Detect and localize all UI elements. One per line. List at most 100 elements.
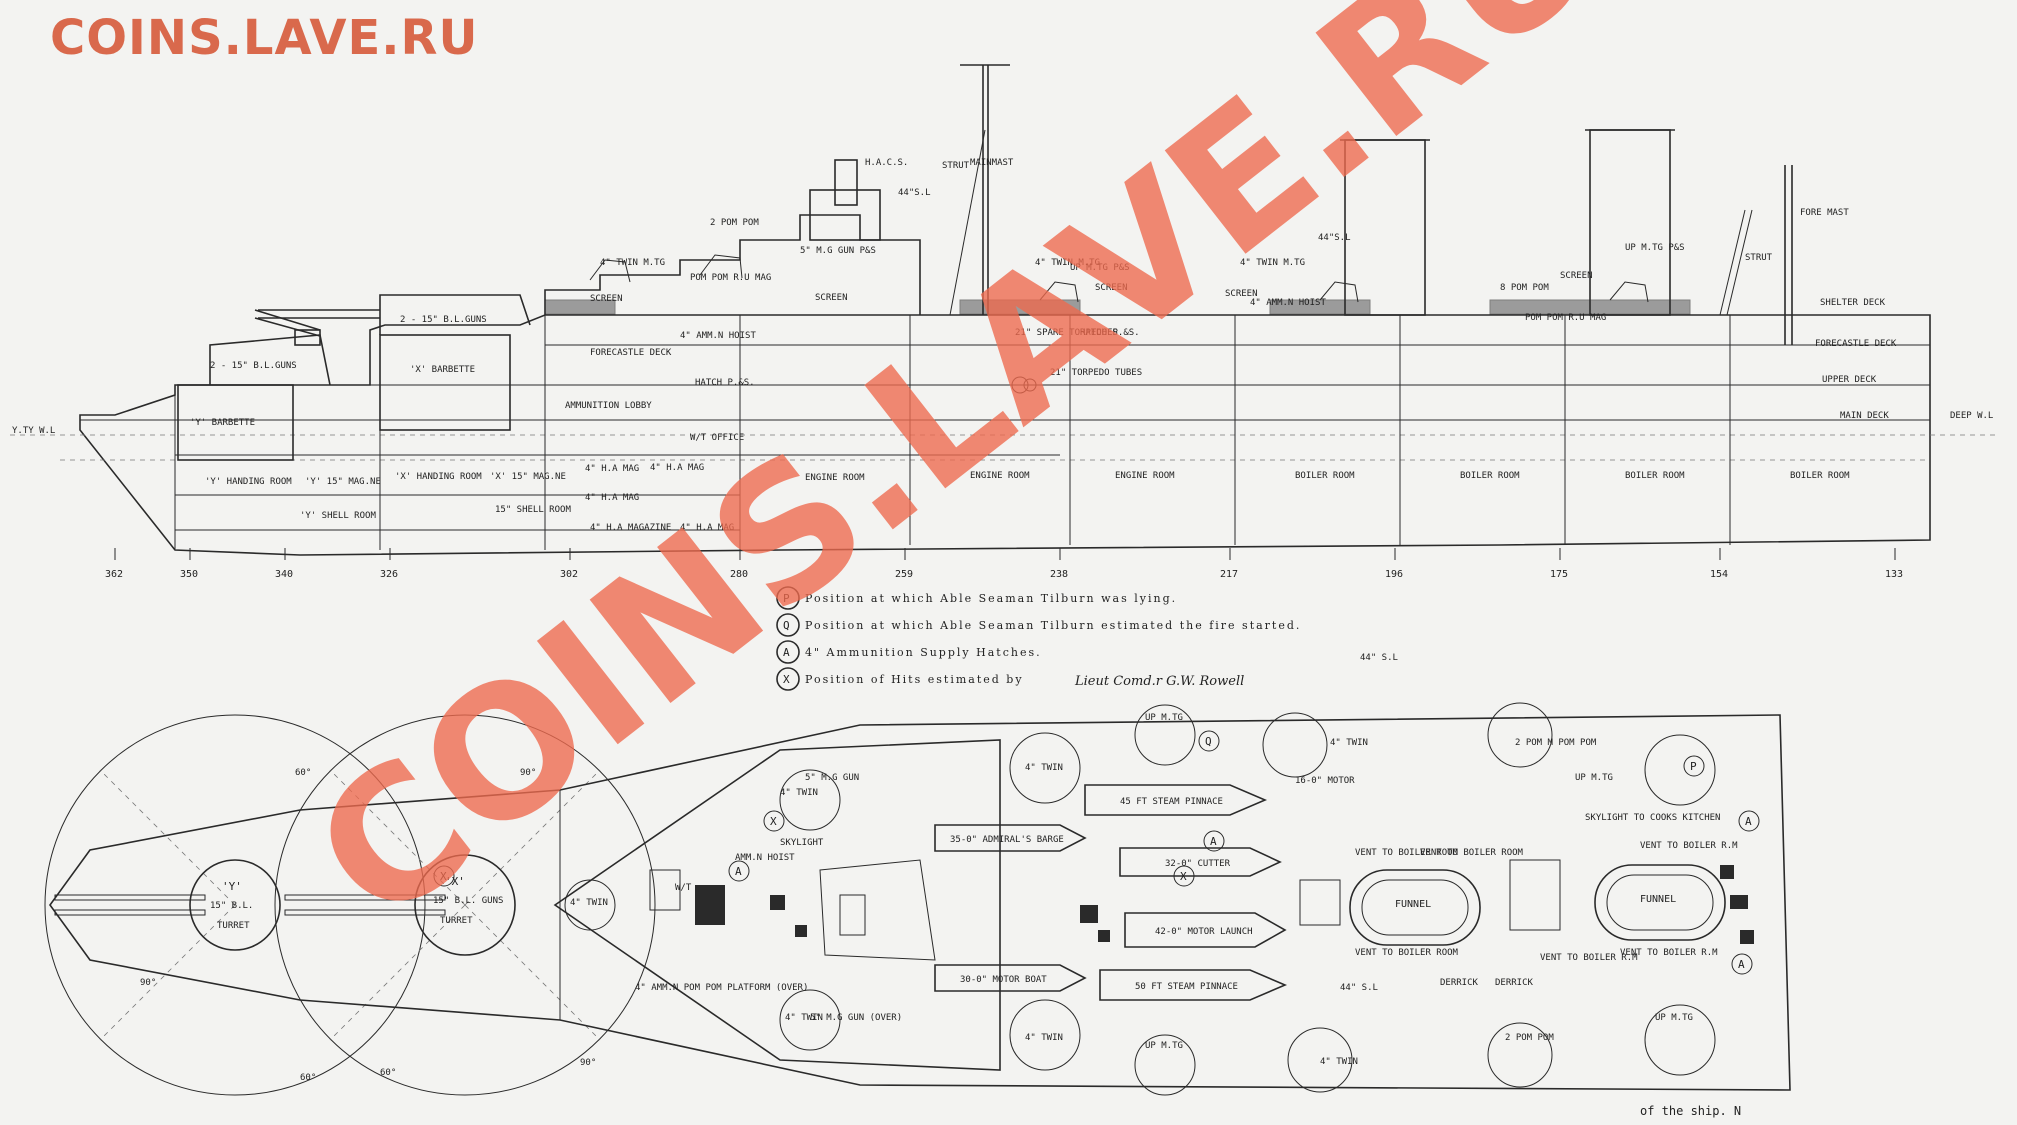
mount-label: 4" TWIN <box>785 1013 823 1023</box>
mast-label: FORE MAST <box>1800 208 1849 218</box>
arc-angle-label: 60° <box>295 768 311 778</box>
legend-symbol-circle <box>776 613 800 637</box>
y-barbette <box>177 384 294 461</box>
deck-outline <box>49 714 1791 1091</box>
compartment-label: 2 - 15" B.L.GUNS <box>400 315 487 325</box>
compartment-label: 'Y' 15" MAG.NE <box>305 477 381 487</box>
y-turret-arc <box>44 714 426 1096</box>
turret-gun-label: 15" B.L. <box>210 901 253 911</box>
arc-angle-label: 60° <box>380 1068 396 1078</box>
x-turret-profile <box>379 294 531 335</box>
misc-label: 4" AMM.N POM POM PLATFORM (OVER) <box>635 983 808 993</box>
legend-symbol-circle <box>776 667 800 691</box>
mast-label: MAINMAST <box>970 158 1014 168</box>
mount-label: 4" TWIN <box>1330 738 1368 748</box>
compartment-label: 44"S.L <box>898 188 931 198</box>
compartment-label: W/T OFFICE <box>690 433 744 443</box>
compartment-label: 4" TWIN M.TG <box>1240 258 1305 268</box>
compartment-label: 2 - 15" B.L.GUNS <box>210 361 297 371</box>
mount-label: 44" S.L <box>1360 653 1398 663</box>
legend-text: 4" Ammunition Supply Hatches. <box>805 646 1042 659</box>
frame-number: 259 <box>895 569 913 580</box>
position-marker: A <box>1738 958 1745 971</box>
compartment-label: 5" M.G GUN P&S <box>800 246 876 256</box>
mount-label: 4" TWIN <box>1025 763 1063 773</box>
legend-symbol-circle <box>776 586 800 610</box>
boat-label: 32-0" CUTTER <box>1165 859 1231 869</box>
legend-symbol: A <box>783 646 790 659</box>
mount-label: UP M.TG <box>1575 773 1613 783</box>
marker-circle <box>433 865 455 887</box>
position-marker: A <box>1210 835 1217 848</box>
mount-label: 4" TWIN <box>1320 1057 1358 1067</box>
compartment-label: ENGINE ROOM <box>970 471 1030 481</box>
vent-label: DERRICK <box>1495 978 1534 988</box>
compartment-label: UP M.TG P&S <box>1070 263 1130 273</box>
plan-labels: 'Y'15" B.L.TURRET'X'15" B.L. GUNSTURRET6… <box>140 653 1760 1083</box>
legend-symbol: P <box>783 592 790 605</box>
mast-label: STRUT <box>1745 253 1773 263</box>
vent-label: DERRICK <box>1440 978 1479 988</box>
compartment-label: AMMUNITION LOBBY <box>565 401 652 411</box>
position-marker: Q <box>1205 735 1212 748</box>
fore-funnel-plan <box>1349 869 1481 946</box>
signature: Lieut Comd.r G.W. Rowell <box>1074 674 1244 689</box>
compartment-label: 2 POM POM <box>710 218 759 228</box>
frame-number: 196 <box>1385 569 1403 580</box>
deck-label: MAIN DECK <box>1840 411 1889 421</box>
compartment-label: 4" H.A MAGAZINE <box>590 523 671 533</box>
mount-label: 2 POM POM <box>1505 1033 1554 1043</box>
position-marker: P <box>1690 760 1697 773</box>
plan-view <box>44 702 1791 1096</box>
waterline-left-label: Y.TY W.L <box>12 426 55 436</box>
mount-label: 2 POM M POM POM <box>1515 738 1597 748</box>
compartment-label: 'X' 15" MAG.NE <box>490 472 566 482</box>
frame-number: 280 <box>730 569 748 580</box>
compartment-label: SCREEN <box>1095 283 1128 293</box>
turret-name-label: TURRET <box>440 916 473 926</box>
frame-number: 175 <box>1550 569 1568 580</box>
compartment-label: POM POM R.U MAG <box>690 273 771 283</box>
compartment-label: 'X' BARBETTE <box>410 365 475 375</box>
vent-label: VENT TO BOILER R.M <box>1640 841 1738 851</box>
funnel-label: FUNNEL <box>1640 894 1676 905</box>
turret-gun-label: 15" B.L. GUNS <box>433 896 503 906</box>
vent-label: VENT TO BOILER ROOM <box>1355 948 1459 958</box>
position-marker: A <box>1745 815 1752 828</box>
y-turret-profile <box>209 334 331 386</box>
compartment-label: BOILER ROOM <box>1625 471 1685 481</box>
compartment-label: 8 POM POM <box>1500 283 1549 293</box>
side-profile <box>10 64 2000 556</box>
compartment-label: SCREEN <box>590 294 623 304</box>
compartment-label: ENGINE ROOM <box>805 473 865 483</box>
compartment-label: HATCH P.&S. <box>695 378 755 388</box>
marker-circle <box>1683 755 1705 777</box>
position-marker: A <box>735 865 742 878</box>
deck-label: FORECASTLE DECK <box>590 348 672 358</box>
deck-label: SHELTER DECK <box>1820 298 1886 308</box>
marker-circle <box>763 810 785 832</box>
vent-label: VENT TO BOILER R.M <box>1540 953 1638 963</box>
frame-number: 133 <box>1885 569 1903 580</box>
frame-number: 340 <box>275 569 293 580</box>
compartment-label: SCREEN <box>1560 271 1593 281</box>
compartment-label: 4" AMM.N HOIST <box>680 331 756 341</box>
mount-label: UP M.TG <box>1655 1013 1693 1023</box>
waterline-right-label: DEEP W.L <box>1950 411 1993 421</box>
marker-circle <box>1203 830 1225 852</box>
compartment-label: BOILER ROOM <box>1460 471 1520 481</box>
compartment-label: SCREEN <box>1225 289 1258 299</box>
turret-name-label: TURRET <box>217 921 250 931</box>
legend-text: Position at which Able Seaman Tilburn wa… <box>805 592 1177 605</box>
marker-circle <box>1731 953 1753 975</box>
mount-label: UP M.TG <box>1145 1041 1183 1051</box>
boat-label: 16-0" MOTOR <box>1295 776 1355 786</box>
aft-funnel-plan <box>1594 864 1726 941</box>
boat-label: 45 FT STEAM PINNACE <box>1120 797 1223 807</box>
vent-label: VENT TO BOILER ROOM <box>1355 848 1459 858</box>
compartment-label: 'X' HANDING ROOM <box>395 472 482 482</box>
turret-id-label: 'X' <box>445 875 465 888</box>
